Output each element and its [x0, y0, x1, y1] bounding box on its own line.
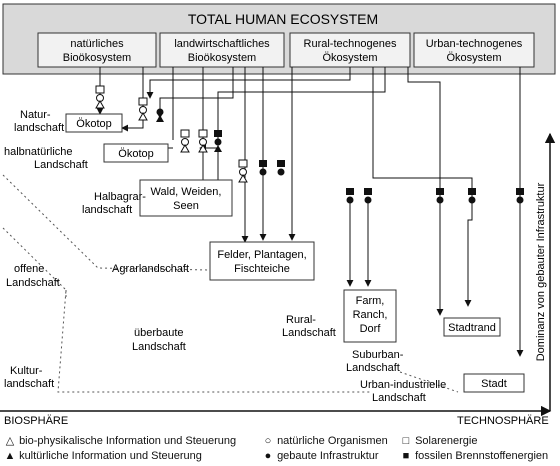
- box-oekotop-1: Ökotop: [65, 113, 123, 133]
- label-kultur-2: landschaft: [4, 378, 54, 390]
- axis-label-biosphaere: BIOSPHÄRE: [4, 415, 68, 427]
- label-urban-2: Landschaft: [372, 392, 426, 404]
- connector-lines: [96, 67, 524, 357]
- label-halbnat-2: Landschaft: [34, 159, 88, 171]
- open-triangle-icon: △: [5, 435, 15, 447]
- legend-fossil: ■ fossilen Brennstoffenergien: [400, 450, 549, 463]
- label-halbagrar-1: Halbagrar-: [94, 191, 146, 203]
- legend-cultural-info: ▲ kultürliche Information und Steuerung: [4, 450, 202, 462]
- ecosystem-diagram: TOTAL HUMAN ECOSYSTEM natürliches Bioöko…: [0, 3, 556, 427]
- svg-text:Wald, Weiden,: Wald, Weiden,: [151, 186, 222, 198]
- svg-text:natürliches: natürliches: [70, 38, 124, 50]
- open-square-icon: □: [402, 435, 410, 447]
- box-farm-ranch-dorf: Farm, Ranch, Dorf: [343, 289, 397, 343]
- symbol-solar-natural: [95, 85, 105, 109]
- label-offene-2: Landschaft: [6, 277, 60, 289]
- svg-text:Ökotop: Ökotop: [76, 118, 111, 130]
- label-ueberbaute-1: überbaute: [134, 327, 184, 339]
- subsystem-rural-technogenic: Rural-technogenes Ökosystem: [289, 32, 411, 68]
- label-suburban-2: Landschaft: [346, 362, 400, 374]
- legend-bio-info: △ bio-physikalische Information und Steu…: [5, 435, 237, 447]
- filled-triangle-icon: ▲: [4, 450, 16, 462]
- svg-text:Ranch,: Ranch,: [353, 309, 388, 321]
- subsystem-urban-technogenic: Urban-technogenes Ökosystem: [413, 32, 535, 68]
- label-agrar: Agrarlandschaft: [112, 263, 189, 275]
- label-offene-1: offene: [14, 263, 44, 275]
- svg-text:Dorf: Dorf: [360, 323, 382, 335]
- symbol-suburban-fossil: [436, 188, 476, 204]
- svg-text:Stadtrand: Stadtrand: [448, 322, 496, 334]
- filled-square-icon: ■: [402, 450, 410, 462]
- axis-label-infrastructure: Dominanz von gebauter Infrastruktur: [535, 182, 547, 361]
- legend-solar: □ Solarenergie: [400, 435, 478, 448]
- box-oekotop-2: Ökotop: [103, 143, 169, 163]
- label-natur-1: Natur-: [20, 109, 51, 121]
- symbol-agri-solar-2: [198, 129, 208, 153]
- label-rural-1: Rural-: [286, 314, 316, 326]
- symbol-agri-solar-1: [180, 129, 190, 153]
- box-stadtrand: Stadtrand: [443, 317, 501, 337]
- label-rural-2: Landschaft: [282, 327, 336, 339]
- landscape-boundaries: [2, 174, 459, 393]
- symbol-fossil-agri: [214, 130, 222, 152]
- box-felder: Felder, Plantagen, Fischteiche: [209, 241, 315, 281]
- svg-text:Ökosystem: Ökosystem: [446, 52, 501, 64]
- box-stadt: Stadt: [463, 373, 525, 393]
- legend-infrastructure: ● gebaute Infrastruktur: [262, 450, 379, 463]
- legend: △ bio-physikalische Information und Steu…: [0, 432, 560, 466]
- label-urban-1: Urban-industrielle: [360, 379, 446, 391]
- svg-text:Rural-technogenes: Rural-technogenes: [304, 38, 397, 50]
- symbol-rural-fossil: [346, 188, 372, 204]
- label-halbnat-1: halbnatürliche: [4, 146, 73, 158]
- svg-text:Bioökosystem: Bioökosystem: [188, 52, 256, 64]
- label-natur-2: landschaft: [14, 122, 64, 134]
- symbol-urban-fossil: [516, 188, 524, 204]
- svg-text:Ökotop: Ökotop: [118, 148, 153, 160]
- svg-text:Urban-technogenes: Urban-technogenes: [426, 38, 523, 50]
- label-kultur-1: Kultur-: [10, 365, 43, 377]
- svg-text:Felder, Plantagen,: Felder, Plantagen,: [217, 249, 306, 261]
- subsystem-natural: natürliches Bioökosystem: [37, 32, 157, 68]
- label-ueberbaute-2: Landschaft: [132, 341, 186, 353]
- symbol-felder-solar: [238, 159, 248, 183]
- label-suburban-1: Suburban-: [352, 349, 404, 361]
- axis-label-technosphaere: TECHNOSPHÄRE: [457, 415, 549, 427]
- header-title: TOTAL HUMAN ECOSYSTEM: [188, 11, 378, 27]
- svg-text:Stadt: Stadt: [481, 378, 507, 390]
- legend-natural-organisms: ○ natürliche Organismen: [262, 435, 388, 448]
- symbol-bio-info: [138, 97, 148, 121]
- symbol-cultural-info: [156, 108, 164, 122]
- subsystem-agricultural: landwirtschaftliches Bioökosystem: [159, 32, 285, 68]
- open-circle-icon: ○: [264, 435, 272, 447]
- svg-text:Fischteiche: Fischteiche: [234, 263, 290, 275]
- symbol-felder-fossil: [259, 160, 285, 176]
- svg-text:landwirtschaftliches: landwirtschaftliches: [174, 38, 270, 50]
- svg-text:Ökosystem: Ökosystem: [322, 52, 377, 64]
- svg-text:Bioökosystem: Bioökosystem: [63, 52, 131, 64]
- filled-circle-icon: ●: [264, 450, 272, 462]
- label-halbagrar-2: landschaft: [82, 204, 132, 216]
- landscape-labels: Natur- landschaft halbnatürliche Landsch…: [4, 109, 446, 404]
- svg-text:Farm,: Farm,: [356, 295, 385, 307]
- svg-text:Seen: Seen: [173, 200, 199, 212]
- box-wald-weiden-seen: Wald, Weiden, Seen: [139, 179, 233, 217]
